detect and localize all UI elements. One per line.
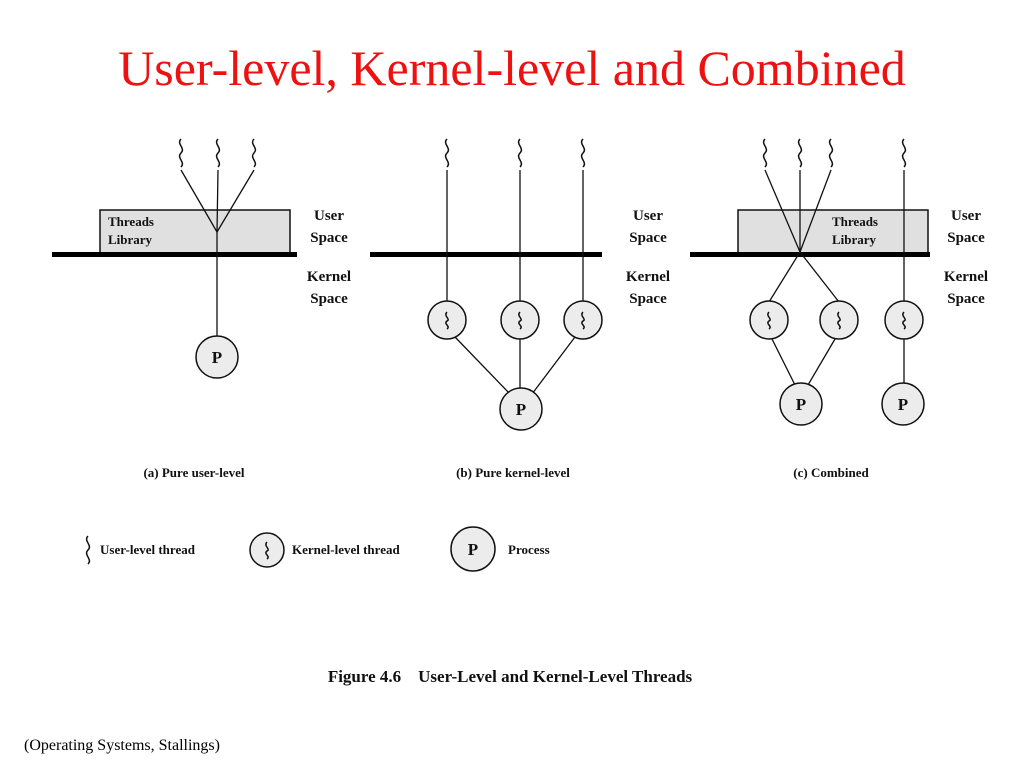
legend: User-level thread Kernel-level thread P … <box>85 526 550 572</box>
thread-mapping-line <box>180 169 218 233</box>
legend-label: Process <box>508 542 550 557</box>
kernel-level-thread-circle <box>819 300 859 340</box>
user-space-label: Space <box>310 230 348 246</box>
thread-mapping-line <box>764 169 801 253</box>
user-space-label: User <box>633 208 663 224</box>
process-circle <box>779 382 823 426</box>
threads-library-label: Threads <box>832 214 878 229</box>
thread-mapping-line <box>799 169 832 253</box>
kernel-space-label: Kernel <box>626 269 670 285</box>
process-label: P <box>212 348 222 367</box>
legend-label: User-level thread <box>100 542 196 557</box>
process-label: P <box>796 395 806 414</box>
process-label: P <box>516 400 526 419</box>
kernel-level-thread-circle <box>563 300 603 340</box>
panel-caption: (a) Pure user-level <box>143 465 244 480</box>
threads-library-box <box>737 209 929 255</box>
user-kernel-boundary <box>690 252 930 257</box>
user-kernel-boundary <box>370 252 602 257</box>
user-level-thread-icon <box>580 138 586 168</box>
user-level-thread-icon <box>85 535 91 565</box>
kernel-level-thread-circle <box>427 300 467 340</box>
user-level-thread-icon <box>901 138 907 168</box>
panel-pure-user-level: Threads Library P User Space Kernel Spac… <box>52 138 351 480</box>
source-footnote: (Operating Systems, Stallings) <box>24 737 220 754</box>
kernel-space-label: Kernel <box>944 269 988 285</box>
thread-mapping-line <box>799 251 840 303</box>
thread-mapping-line <box>807 338 836 386</box>
threads-diagram: Threads Library P User Space Kernel Spac… <box>52 138 988 686</box>
thread-mapping-line <box>531 336 576 395</box>
figure-caption: Figure 4.6 User-Level and Kernel-Level T… <box>328 667 693 686</box>
threads-library-label: Threads <box>108 214 154 229</box>
panel-pure-kernel-level: P User Space Kernel Space (b) Pure kerne… <box>370 138 670 480</box>
thread-mapping-line <box>771 338 796 386</box>
user-level-thread-icon <box>215 138 221 168</box>
process-circle <box>499 387 543 431</box>
kernel-space-label: Space <box>629 291 667 307</box>
kernel-space-label: Kernel <box>307 269 351 285</box>
thread-mapping-line <box>454 336 511 395</box>
threads-library-label: Library <box>832 232 877 247</box>
process-label: P <box>898 395 908 414</box>
process-icon <box>450 526 496 572</box>
user-space-label: Space <box>947 230 985 246</box>
kernel-level-thread-circle <box>749 300 789 340</box>
panel-caption: (c) Combined <box>793 465 869 480</box>
user-level-thread-icon <box>762 138 768 168</box>
user-space-label: Space <box>629 230 667 246</box>
panel-caption: (b) Pure kernel-level <box>456 465 570 480</box>
user-level-thread-icon <box>178 138 184 168</box>
user-level-thread-icon <box>517 138 523 168</box>
user-space-label: User <box>314 208 344 224</box>
thread-mapping-line <box>768 251 801 303</box>
threads-library-label: Library <box>108 232 153 247</box>
threads-library-box <box>99 209 291 255</box>
panel-combined: Threads Library P P User Space Kernel Sp… <box>690 138 988 480</box>
kernel-level-thread-circle <box>500 300 540 340</box>
kernel-space-label: Space <box>310 291 348 307</box>
process-icon-label: P <box>468 540 478 559</box>
user-kernel-boundary <box>52 252 297 257</box>
thread-mapping-line <box>216 169 255 233</box>
process-circle <box>881 382 925 426</box>
user-level-thread-icon <box>828 138 834 168</box>
user-level-thread-icon <box>797 138 803 168</box>
process-circle <box>195 335 239 379</box>
kernel-space-label: Space <box>947 291 985 307</box>
kernel-level-thread-icon <box>249 532 285 568</box>
user-level-thread-icon <box>251 138 257 168</box>
user-level-thread-icon <box>444 138 450 168</box>
thread-mapping-line <box>216 169 219 233</box>
slide-title: User-level, Kernel-level and Combined <box>118 40 906 96</box>
user-space-label: User <box>951 208 981 224</box>
kernel-level-thread-circle <box>884 300 924 340</box>
legend-label: Kernel-level thread <box>292 542 400 557</box>
